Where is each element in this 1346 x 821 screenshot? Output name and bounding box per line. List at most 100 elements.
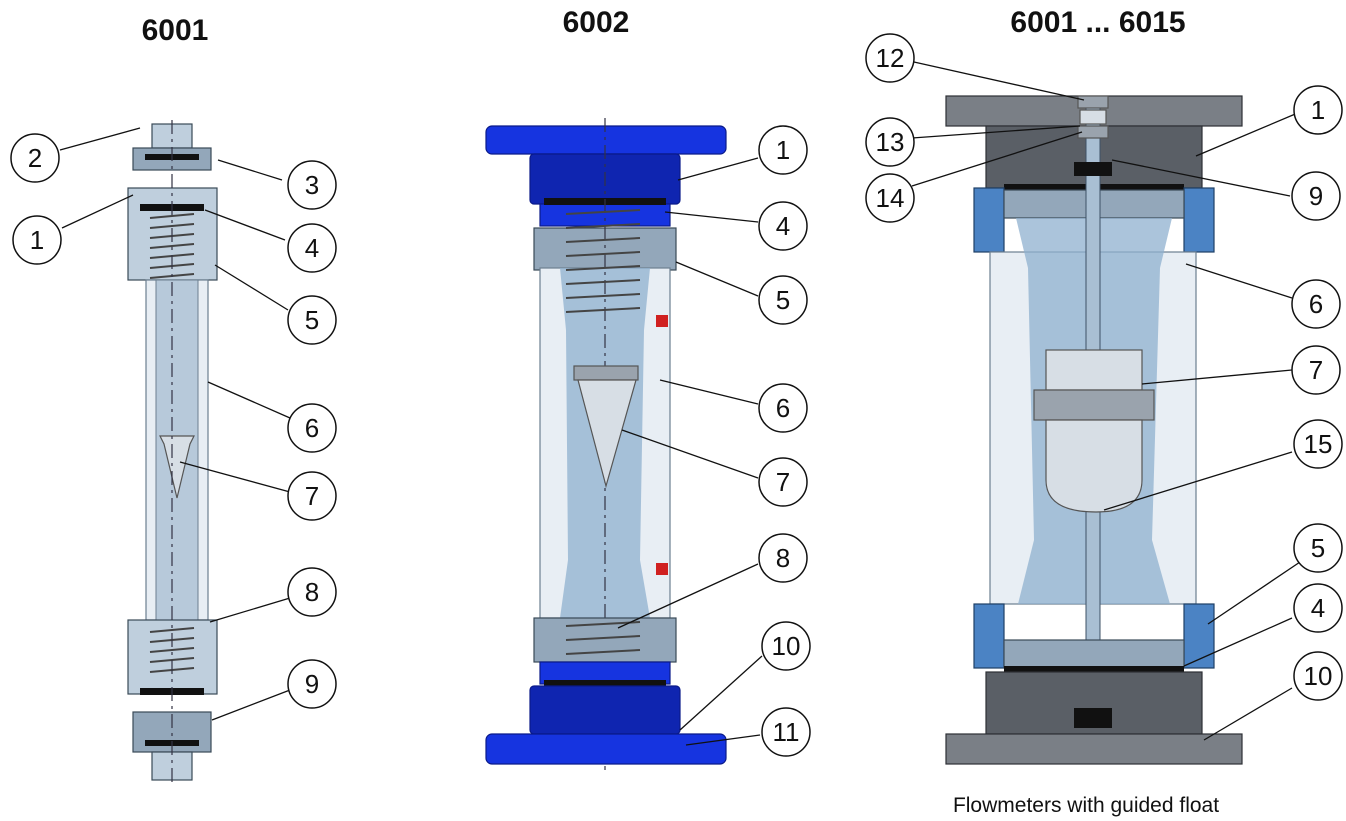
callout-number: 15 <box>1304 429 1333 459</box>
panel-title: 6001 <box>142 14 209 47</box>
callout-circle <box>10 133 60 183</box>
leader-line <box>1207 561 1301 625</box>
leader-line <box>913 61 1085 101</box>
callout-circle <box>287 659 337 709</box>
leader-line <box>677 157 759 181</box>
leader-line <box>217 159 283 181</box>
callout-number: 4 <box>1311 593 1325 623</box>
callout-circle <box>1293 419 1343 469</box>
callout-circle <box>287 160 337 210</box>
callout-number: 3 <box>305 170 319 200</box>
leader-line <box>209 597 291 623</box>
leader-line <box>1103 451 1293 511</box>
callout-circle <box>865 173 915 223</box>
callout-number: 6 <box>776 393 790 423</box>
bottom-flange <box>945 733 1243 765</box>
callout-number: 5 <box>776 285 790 315</box>
callout-number: 1 <box>776 135 790 165</box>
callout-number: 4 <box>776 211 790 241</box>
leader-line <box>659 379 759 405</box>
callout-circle <box>761 707 811 757</box>
callout-number: 7 <box>305 481 319 511</box>
callout-number: 6 <box>1309 289 1323 319</box>
leader-line <box>214 264 289 311</box>
callout-number: 7 <box>776 467 790 497</box>
callout-circle <box>758 457 808 507</box>
callout-number: 8 <box>776 543 790 573</box>
callout-circle <box>1291 279 1341 329</box>
callout-number: 9 <box>1309 181 1323 211</box>
bottom-seat <box>1003 639 1185 669</box>
top-ring-right <box>1183 187 1215 253</box>
float <box>159 435 195 499</box>
callout-circle <box>865 117 915 167</box>
leader-line <box>1203 687 1293 741</box>
leader-line <box>664 211 759 223</box>
panel-6001-6015: 6001 ... 6015 <box>865 6 1343 817</box>
callout-circle <box>761 621 811 671</box>
callout-number: 6 <box>305 413 319 443</box>
float <box>1045 419 1143 513</box>
leader-line <box>61 194 134 229</box>
leader-line <box>1195 111 1301 157</box>
callout-circle <box>758 383 808 433</box>
panel-title: 6001 ... 6015 <box>1010 6 1185 39</box>
callout-circle <box>1291 345 1341 395</box>
seal <box>1004 666 1184 673</box>
leader-line <box>675 261 759 297</box>
bottom-adapter <box>529 685 681 735</box>
callout-circle <box>758 125 808 175</box>
leader-line <box>1185 263 1293 299</box>
callout-circle <box>1293 523 1343 573</box>
callout-circle <box>287 567 337 617</box>
float <box>577 379 637 489</box>
callout-number: 9 <box>305 669 319 699</box>
callout-number: 7 <box>1309 355 1323 385</box>
float-head <box>573 365 639 381</box>
float-top <box>1045 349 1143 391</box>
float-collar <box>1033 389 1155 421</box>
seal <box>544 680 666 687</box>
callout-number: 11 <box>773 717 800 747</box>
leader-line <box>685 734 761 746</box>
callout-circle <box>287 223 337 273</box>
callout-circle <box>758 275 808 325</box>
caption: Flowmeters with guided float <box>953 794 1219 817</box>
callout-number: 13 <box>876 127 905 157</box>
leader-line <box>617 563 759 629</box>
washer-13 <box>1079 109 1107 125</box>
leader-line <box>211 689 291 721</box>
callout-number: 4 <box>305 233 319 263</box>
bottom-fitting <box>127 619 218 695</box>
leader-line <box>911 131 1083 187</box>
callout-number: 10 <box>772 631 801 661</box>
callout-number: 1 <box>1311 95 1325 125</box>
leader-line <box>1111 159 1291 197</box>
bottom-flange <box>485 733 727 765</box>
spring-top <box>565 209 641 313</box>
callout-circle <box>287 403 337 453</box>
top-ring-left <box>973 187 1005 253</box>
leader-line <box>621 429 759 479</box>
holder-bottom <box>1074 708 1112 728</box>
holder-top <box>1074 162 1112 176</box>
leader-line <box>1141 369 1293 385</box>
callout-number: 2 <box>28 143 42 173</box>
bottom-ring <box>533 617 677 663</box>
callout-number: 5 <box>305 305 319 335</box>
bottom-ring-left <box>973 603 1005 669</box>
panel-6001: 6001 2 3 <box>10 14 337 784</box>
leader-line <box>207 381 291 419</box>
callout-circle <box>865 33 915 83</box>
leader-line <box>679 655 763 731</box>
callout-number: 12 <box>876 43 905 73</box>
leader-line <box>204 209 286 241</box>
bottom-ring-right <box>1183 603 1215 669</box>
nut-14 <box>1077 125 1109 139</box>
marker-lower <box>656 563 668 575</box>
leader-line <box>179 461 291 493</box>
callout-number: 5 <box>1311 533 1325 563</box>
callout-circle <box>287 295 337 345</box>
callout-number: 10 <box>1304 661 1333 691</box>
